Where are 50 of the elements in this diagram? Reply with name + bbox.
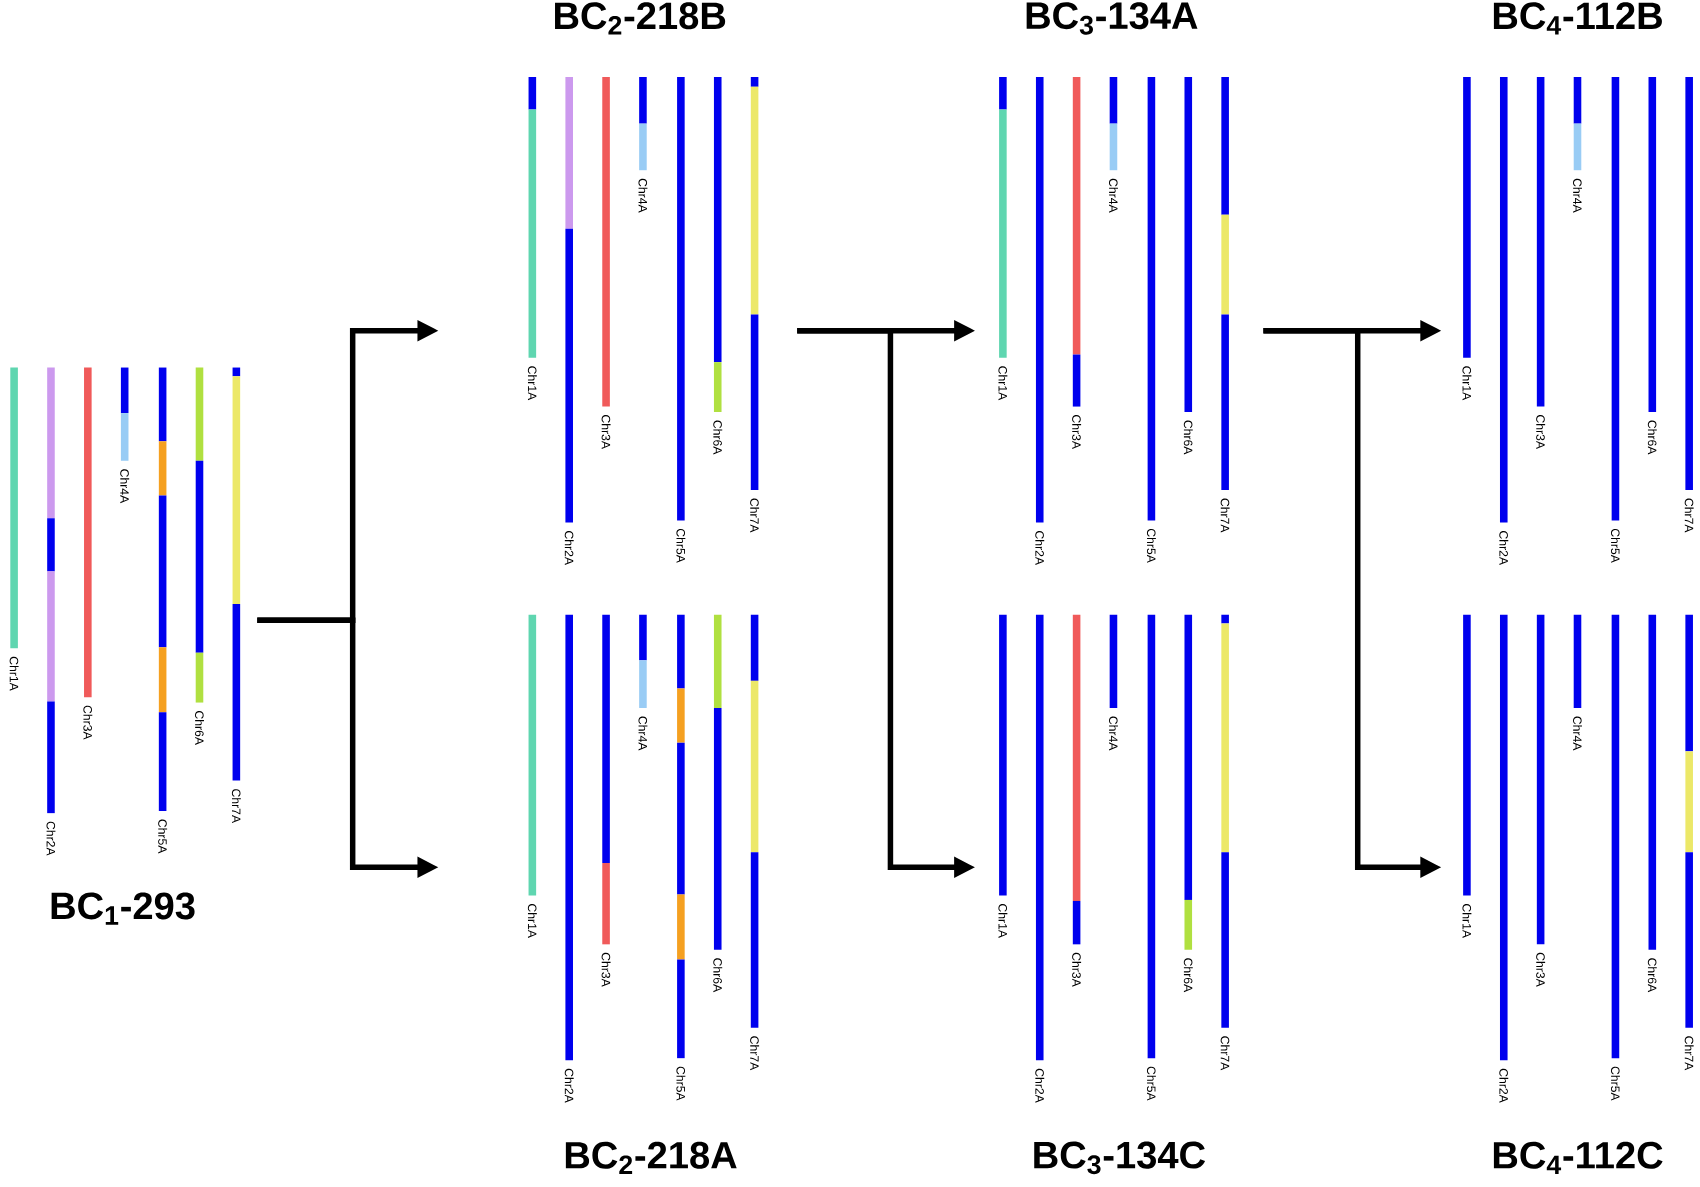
chromosome-label: Chr7A [750, 1036, 760, 1071]
chromosome-label: Chr1A [527, 366, 537, 401]
chromosome-label: Chr4A [1573, 716, 1582, 751]
chromosome-label: Chr3A [1072, 952, 1082, 987]
generation-title: BC$_{3}$-134C [1034, 1141, 1206, 1175]
chromosome-label: Chr4A [120, 469, 130, 504]
generation-title: BC$_{4}$-112C [1493, 1141, 1663, 1174]
chromosome-label: Chr1A [527, 904, 537, 938]
chromosome-label: Chr5A [158, 819, 168, 854]
chromosome-label: Chr1A [9, 656, 19, 691]
chromosome-label: Chr4A [1573, 178, 1582, 213]
chromosome-label: Chr6A [713, 420, 723, 455]
chromosome-label: Chr1A [1462, 366, 1472, 401]
chromosome-label: Chr4A [638, 178, 648, 213]
chromosome-label: Chr1A [998, 904, 1008, 938]
chromosome-label: Chr4A [1109, 178, 1118, 213]
chromosome-label: Chr6A [1647, 958, 1657, 993]
chromosome-label: Chr5A [676, 1066, 686, 1101]
chromosome-label: Chr3A [1072, 415, 1082, 449]
generation-title: BC$_{1}$-293 [51, 892, 195, 925]
generation-title: BC$_{2}$-218A [565, 1141, 737, 1174]
chromosome-label: Chr6A [1183, 420, 1193, 455]
chromosome-label: Chr7A [1684, 498, 1694, 533]
generation-title: BC$_{4}$-112B [1493, 2, 1662, 35]
chromosome-label: Chr6A [1647, 420, 1657, 455]
chromosome-label: Chr1A [998, 366, 1008, 401]
chromosome-label: Chr3A [601, 415, 611, 449]
chromosome-label: Chr7A [1684, 1036, 1694, 1071]
chromosome-label: Chr5A [1146, 1066, 1156, 1101]
chromosome-label: Chr3A [1536, 952, 1546, 987]
chromosome-label: Chr2A [46, 821, 56, 856]
chromosome-label: Chr7A [1220, 1036, 1230, 1071]
chromosome-label: Chr7A [231, 789, 241, 823]
chromosome-label: Chr6A [1183, 958, 1193, 993]
chromosome-label: Chr2A [564, 1068, 574, 1103]
chromosome-label: Chr3A [83, 705, 93, 740]
chromosome-label: Chr6A [713, 958, 723, 993]
chromosome-label: Chr4A [638, 716, 648, 751]
generation-title: BC$_{3}$-134A [1026, 2, 1198, 35]
generation-title: BC$_{2}$-218B [555, 2, 726, 35]
chromosome-label: Chr2A [1499, 1068, 1509, 1103]
chromosome-label: Chr1A [1462, 904, 1472, 938]
chromosome-label: Chr3A [1536, 415, 1546, 449]
chromosome-label: Chr6A [195, 711, 204, 745]
chromosome-label: Chr7A [750, 498, 760, 533]
chromosome-label: Chr3A [601, 952, 611, 987]
chromosome-label: Chr7A [1220, 498, 1230, 533]
chromosome-label: Chr5A [1610, 1066, 1620, 1101]
chromosome-label: Chr4A [1109, 716, 1118, 751]
chromosome-label: Chr2A [1035, 1068, 1045, 1103]
